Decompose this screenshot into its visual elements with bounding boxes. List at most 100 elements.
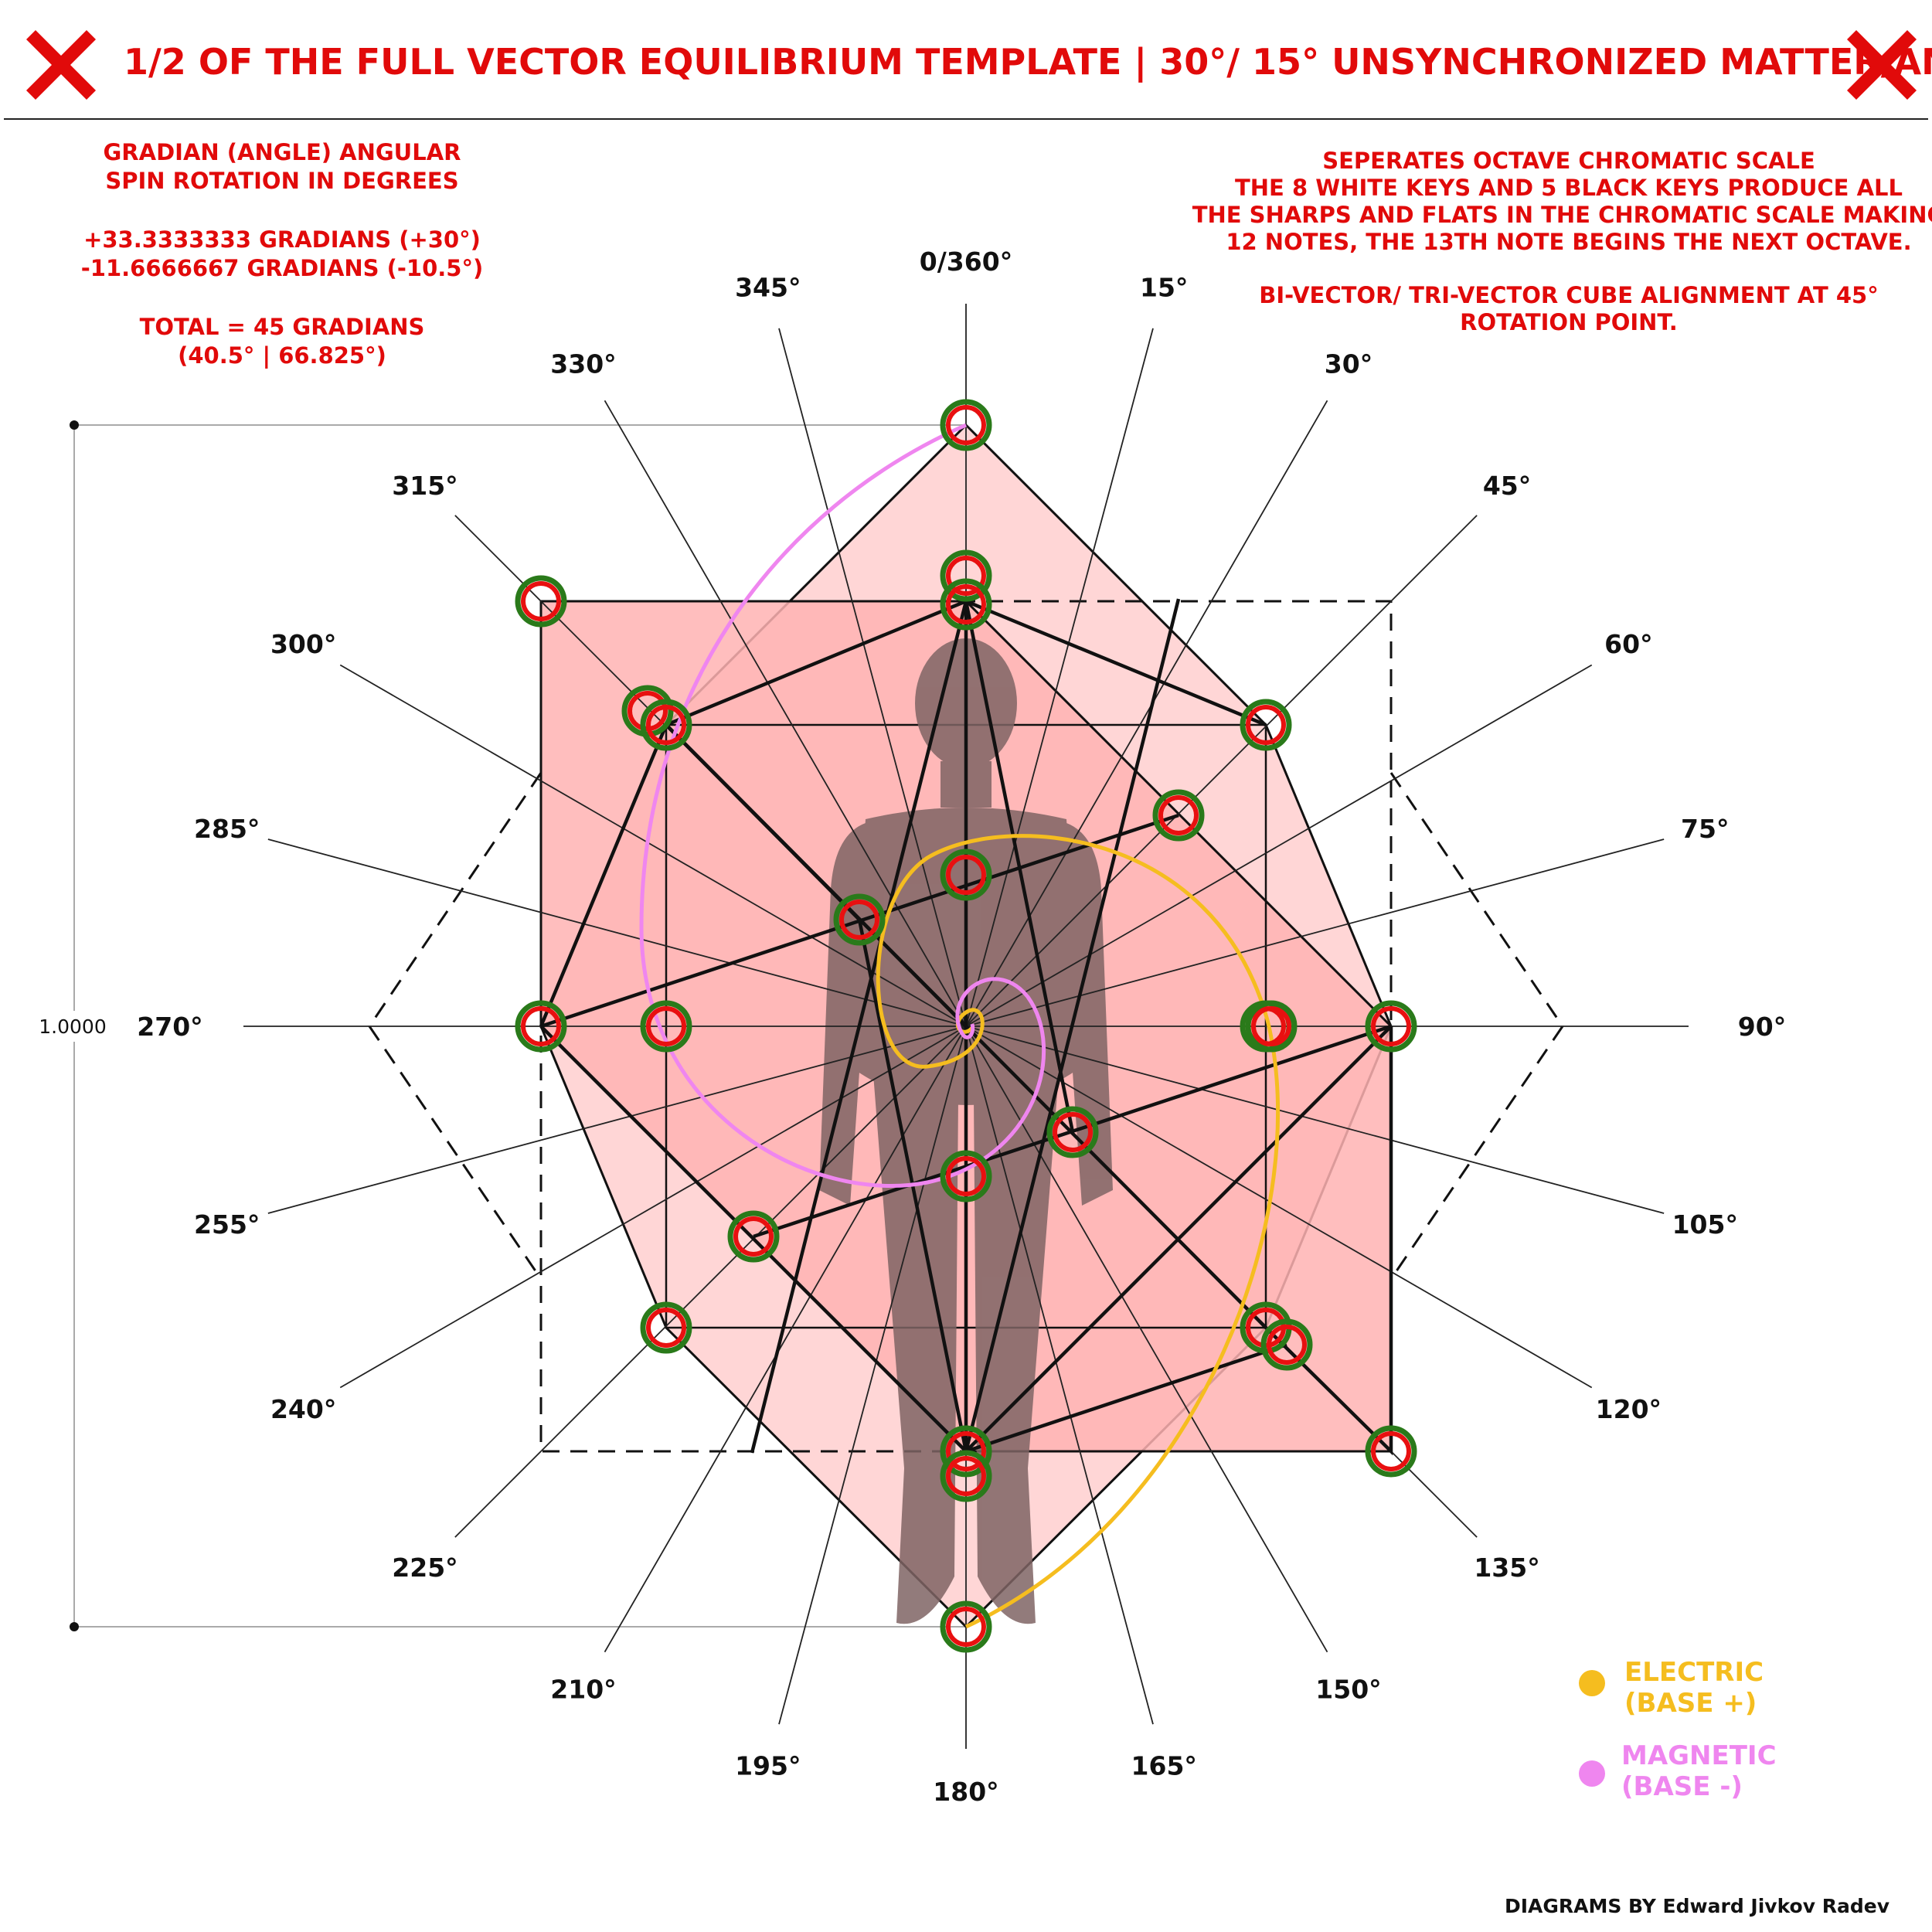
angle-label: 195° (735, 1750, 801, 1781)
angle-ray-75 (965, 838, 1665, 1027)
vertex-node-ring-inner (946, 1431, 986, 1471)
note-left-line: SPIN ROTATION IN DEGREES (105, 168, 458, 194)
angle-ray-105 (965, 1026, 1665, 1214)
note-right-line: SEPERATES OCTAVE CHROMATIC SCALE (1322, 148, 1815, 174)
notes-right: SEPERATES OCTAVE CHROMATIC SCALE THE 8 W… (1192, 148, 1932, 335)
angle-label: 330° (550, 349, 616, 379)
angle-label: 150° (1315, 1674, 1381, 1704)
angle-ray-225 (454, 1026, 967, 1538)
vertex-node-ring-outer (1365, 1000, 1417, 1053)
angle-label: 60° (1604, 629, 1652, 659)
legend-label: ELECTRIC (1624, 1657, 1764, 1688)
legend-item-magnetic: MAGNETIC (BASE -) (1579, 1740, 1777, 1802)
angle-ray-165 (965, 1026, 1154, 1725)
vertex-node-ring-outer (1046, 1106, 1099, 1158)
angle-label: 345° (735, 273, 801, 303)
angle-ray-45 (965, 515, 1478, 1027)
angle-ray-150 (965, 1026, 1328, 1653)
vertex-node-ring-inner (946, 1156, 986, 1196)
angle-label: 210° (550, 1674, 616, 1704)
angle-label: 0/360° (920, 247, 1012, 277)
page-title: 1/2 OF THE FULL VECTOR EQUILIBRIUM TEMPL… (124, 41, 1932, 83)
scale-label: 1.0000 (39, 1015, 106, 1038)
note-right-line: ROTATION POINT. (1460, 309, 1678, 335)
angle-label: 105° (1672, 1209, 1738, 1240)
legend-label: (BASE -) (1621, 1771, 1743, 1802)
vertex-node-ring-outer (940, 578, 992, 631)
angle-label: 285° (194, 814, 260, 844)
scale-bracket: 1.0000 (34, 420, 966, 1631)
vertex-node-ring-outer (940, 1450, 992, 1502)
vertex-node-ring-outer (640, 699, 692, 751)
angle-label: 225° (392, 1553, 457, 1583)
vertex-node-ring-outer (1260, 1318, 1313, 1371)
vertex-node-ring-inner (946, 405, 986, 445)
vertex-node-ring-outer (940, 1600, 992, 1653)
angle-ray-240 (339, 1026, 967, 1389)
vertex-node-ring-outer (727, 1210, 780, 1263)
angle-ray-330 (604, 400, 967, 1027)
vertex-node-ring-outer (640, 1000, 692, 1053)
angle-label: 120° (1596, 1394, 1662, 1424)
vertex-node-ring-inner (646, 705, 686, 745)
angle-label: 300° (270, 629, 336, 659)
note-right-line: 12 NOTES, THE 13TH NOTE BEGINS THE NEXT … (1226, 229, 1911, 255)
legend-item-electric: ELECTRIC (BASE +) (1579, 1657, 1764, 1719)
vertex-node-ring-inner (1371, 1431, 1411, 1471)
note-left-line: TOTAL = 45 GRADIANS (140, 314, 425, 340)
vertex-node-ring-outer (1152, 789, 1205, 842)
angle-label: 135° (1474, 1553, 1539, 1583)
angle-label: 15° (1140, 273, 1188, 303)
vertex-node-ring-inner (646, 1006, 686, 1046)
magnetic-spiral (639, 423, 1046, 1188)
vertex-node-ring-outer (833, 893, 886, 946)
vertex-node-ring-inner (646, 1308, 686, 1348)
vertex-node-ring-inner (946, 1607, 986, 1647)
vertex-node-ring-inner (1246, 705, 1286, 745)
close-icon-left[interactable] (26, 29, 97, 100)
angle-ray-210 (604, 1026, 967, 1653)
angle-label: 255° (194, 1209, 260, 1240)
vertex-node-ring-inner (1371, 1006, 1411, 1046)
angle-label: 90° (1738, 1012, 1786, 1042)
vertex-node-ring-inner (733, 1216, 774, 1257)
angle-ray-30 (965, 400, 1328, 1027)
angle-label: 30° (1325, 349, 1372, 379)
vertex-node-ring-outer (940, 549, 992, 602)
angle-ray-60 (965, 664, 1593, 1027)
note-right-line: THE 8 WHITE KEYS AND 5 BLACK KEYS PRODUC… (1235, 175, 1903, 201)
vertex-node-ring-inner (521, 581, 561, 621)
vertex-node-ring-inner (1267, 1325, 1307, 1365)
credit-text: DIAGRAMS BY Edward Jivkov Radev (1505, 1895, 1889, 1917)
vertex-nodes (515, 399, 1417, 1653)
vertex-node-ring-inner (1053, 1112, 1093, 1152)
vertex-node-ring-inner (521, 1006, 561, 1046)
vertex-node-ring-outer (1365, 1425, 1417, 1478)
angle-label: 75° (1681, 814, 1729, 844)
notes-left: GRADIAN (ANGLE) ANGULAR SPIN ROTATION IN… (81, 139, 484, 369)
vertex-node-ring-inner (946, 1456, 986, 1496)
angle-ray-120 (965, 1026, 1593, 1389)
vertex-node-ring-inner (839, 900, 879, 940)
angle-label: 45° (1483, 471, 1531, 501)
angle-label: 165° (1131, 1750, 1197, 1781)
legend: ELECTRIC (BASE +) MAGNETIC (BASE -) (1579, 1657, 1777, 1802)
note-left-line: -11.6666667 GRADIANS (-10.5°) (81, 255, 484, 281)
angle-label: 180° (933, 1777, 998, 1807)
angle-label: 270° (137, 1012, 202, 1042)
vertex-node-ring-outer (1245, 1000, 1298, 1053)
angle-ray-345 (778, 328, 967, 1027)
angle-label: 240° (270, 1394, 336, 1424)
angle-ray-300 (339, 664, 967, 1027)
vertex-node-ring-outer (940, 1150, 992, 1202)
vertex-node-ring-inner (1158, 795, 1199, 835)
note-left-line: GRADIAN (ANGLE) ANGULAR (104, 139, 461, 165)
close-icon-right[interactable] (1846, 29, 1917, 100)
angle-label: 315° (392, 471, 457, 501)
magnetic-dot-icon (1579, 1760, 1605, 1787)
vertex-node-ring-outer (515, 1000, 567, 1053)
vertex-node-ring-inner (946, 556, 986, 596)
vertex-node-ring-outer (640, 1301, 692, 1354)
vertex-node-ring-inner (946, 855, 986, 895)
